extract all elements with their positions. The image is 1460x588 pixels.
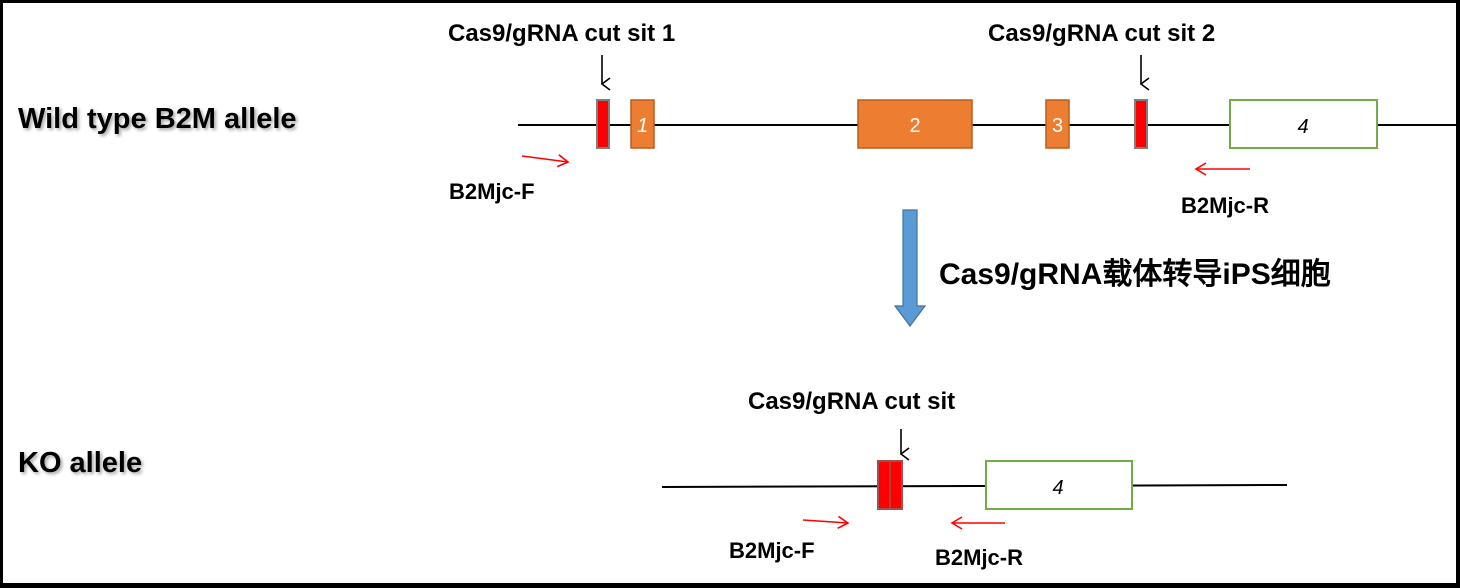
exon-4-label: 4 bbox=[1297, 116, 1308, 138]
transduction-label: Cas9/gRNA载体转导iPS细胞 bbox=[939, 258, 1331, 291]
cut-site-2-marker bbox=[1134, 99, 1148, 149]
exon-2-label: 2 bbox=[909, 115, 920, 137]
exon-1-label: 1 bbox=[637, 115, 648, 137]
process-down-arrow-icon bbox=[893, 209, 927, 327]
cut-site-1-marker bbox=[596, 99, 610, 149]
exon-3-label: 3 bbox=[1052, 115, 1063, 137]
primer-reverse-label: B2Mjc-R bbox=[1181, 193, 1269, 218]
ko-dna-line bbox=[661, 484, 1288, 488]
wild-type-allele: Wild type B2M allele Cas9/gRNA cut sit 1… bbox=[18, 20, 1458, 218]
ko-fused-cut-site-marker bbox=[877, 460, 903, 510]
exon-4: 4 bbox=[1229, 99, 1378, 149]
cut-site-1-label: Cas9/gRNA cut sit 1 bbox=[448, 20, 675, 47]
ko-primer-forward-arrow-icon bbox=[802, 515, 850, 530]
exon-1: 1 bbox=[630, 99, 655, 149]
cut-site-2-label: Cas9/gRNA cut sit 2 bbox=[988, 20, 1215, 47]
wild-type-title: Wild type B2M allele bbox=[18, 103, 297, 135]
exon-2: 2 bbox=[857, 99, 973, 149]
ko-allele: KO allele Cas9/gRNA cut sit 4 B2Mjc-F B2… bbox=[18, 388, 1288, 570]
ko-exon-4-label: 4 bbox=[1052, 477, 1063, 499]
ko-cut-site-label: Cas9/gRNA cut sit bbox=[748, 388, 955, 415]
ko-title: KO allele bbox=[18, 447, 142, 479]
process-step: Cas9/gRNA载体转导iPS细胞 bbox=[893, 209, 1331, 327]
ko-primer-reverse-label: B2Mjc-R bbox=[935, 545, 1023, 570]
exon-3: 3 bbox=[1045, 99, 1070, 149]
primer-forward-label: B2Mjc-F bbox=[449, 179, 535, 204]
primer-forward-arrow-icon bbox=[521, 154, 570, 168]
ko-exon-4: 4 bbox=[985, 460, 1133, 510]
ko-primer-forward-label: B2Mjc-F bbox=[729, 538, 815, 563]
